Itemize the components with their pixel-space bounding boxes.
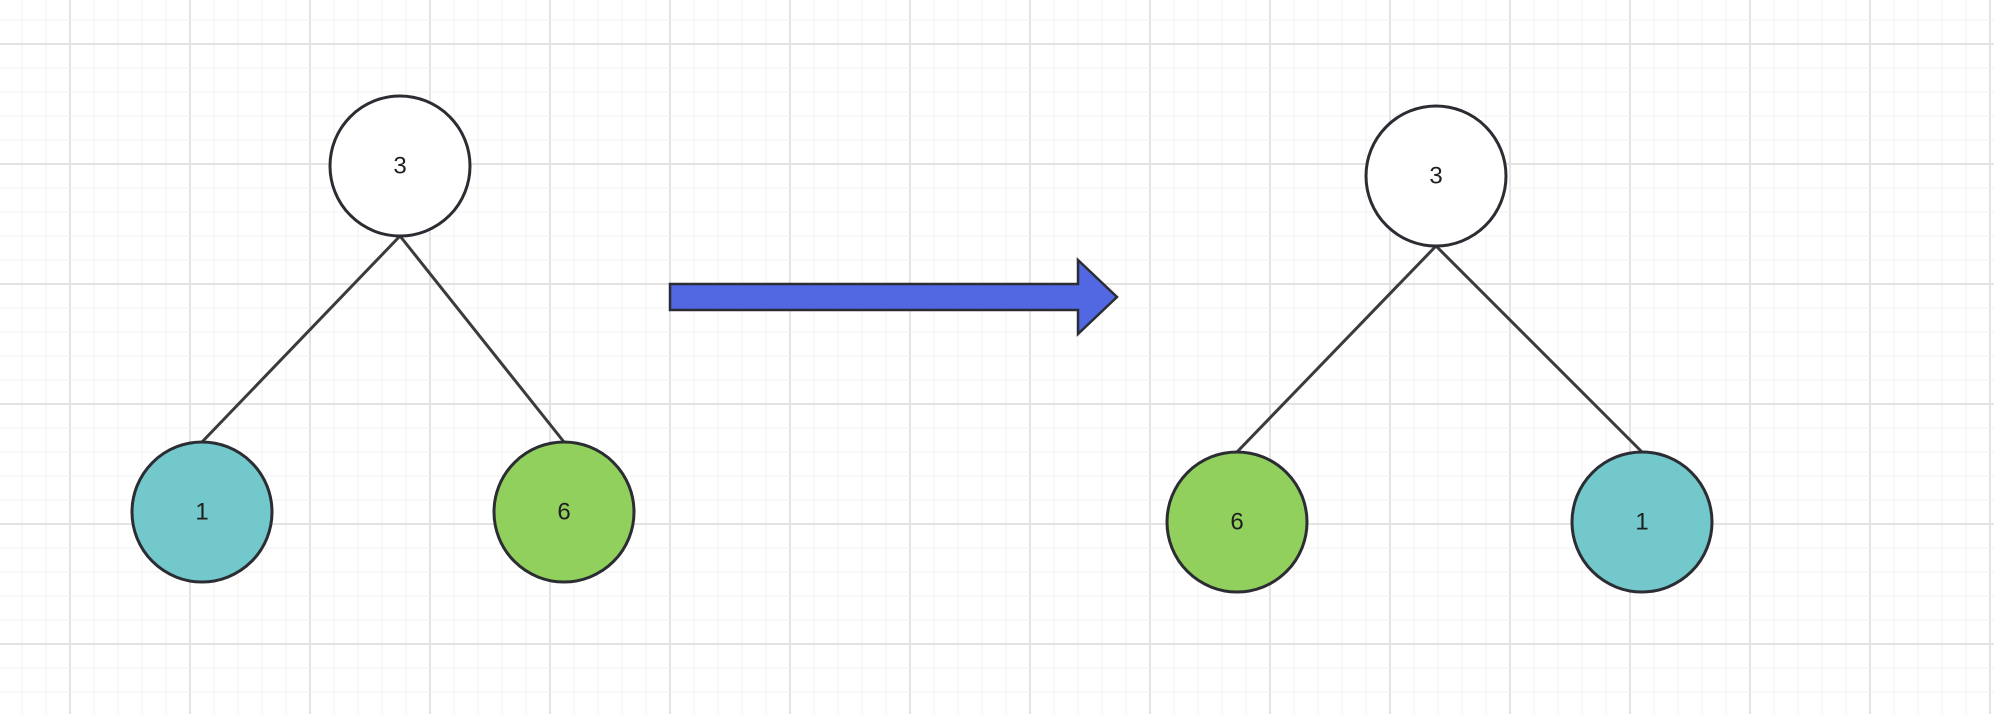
tree-after: 3 6 1 [1165,104,1714,594]
right-arrow-icon [668,257,1119,337]
node-root[interactable]: 3 [1364,104,1508,248]
edge-root-to-left [1235,244,1438,454]
node-left-label: 6 [1230,509,1243,536]
node-right[interactable]: 1 [1570,450,1714,594]
node-root-circle [1364,104,1508,248]
node-left-circle [1165,450,1309,594]
edge-root-to-right [1434,244,1644,454]
node-root-label: 3 [1429,163,1442,190]
node-root-label: 3 [393,153,406,180]
node-root-circle [328,94,472,238]
node-left[interactable]: 6 [1165,450,1309,594]
node-left-label: 1 [195,499,208,526]
node-right-label: 1 [1635,509,1648,536]
edge-root-to-left [200,234,402,444]
tree-before: 3 1 6 [130,94,636,584]
node-left-circle [130,440,274,584]
transform-arrow-shape [668,257,1119,337]
node-root[interactable]: 3 [328,94,472,238]
node-left[interactable]: 1 [130,440,274,584]
node-right-circle [492,440,636,584]
edge-root-to-right [398,235,566,443]
node-right-circle [1570,450,1714,594]
node-right-label: 6 [557,499,570,526]
node-right[interactable]: 6 [492,440,636,584]
